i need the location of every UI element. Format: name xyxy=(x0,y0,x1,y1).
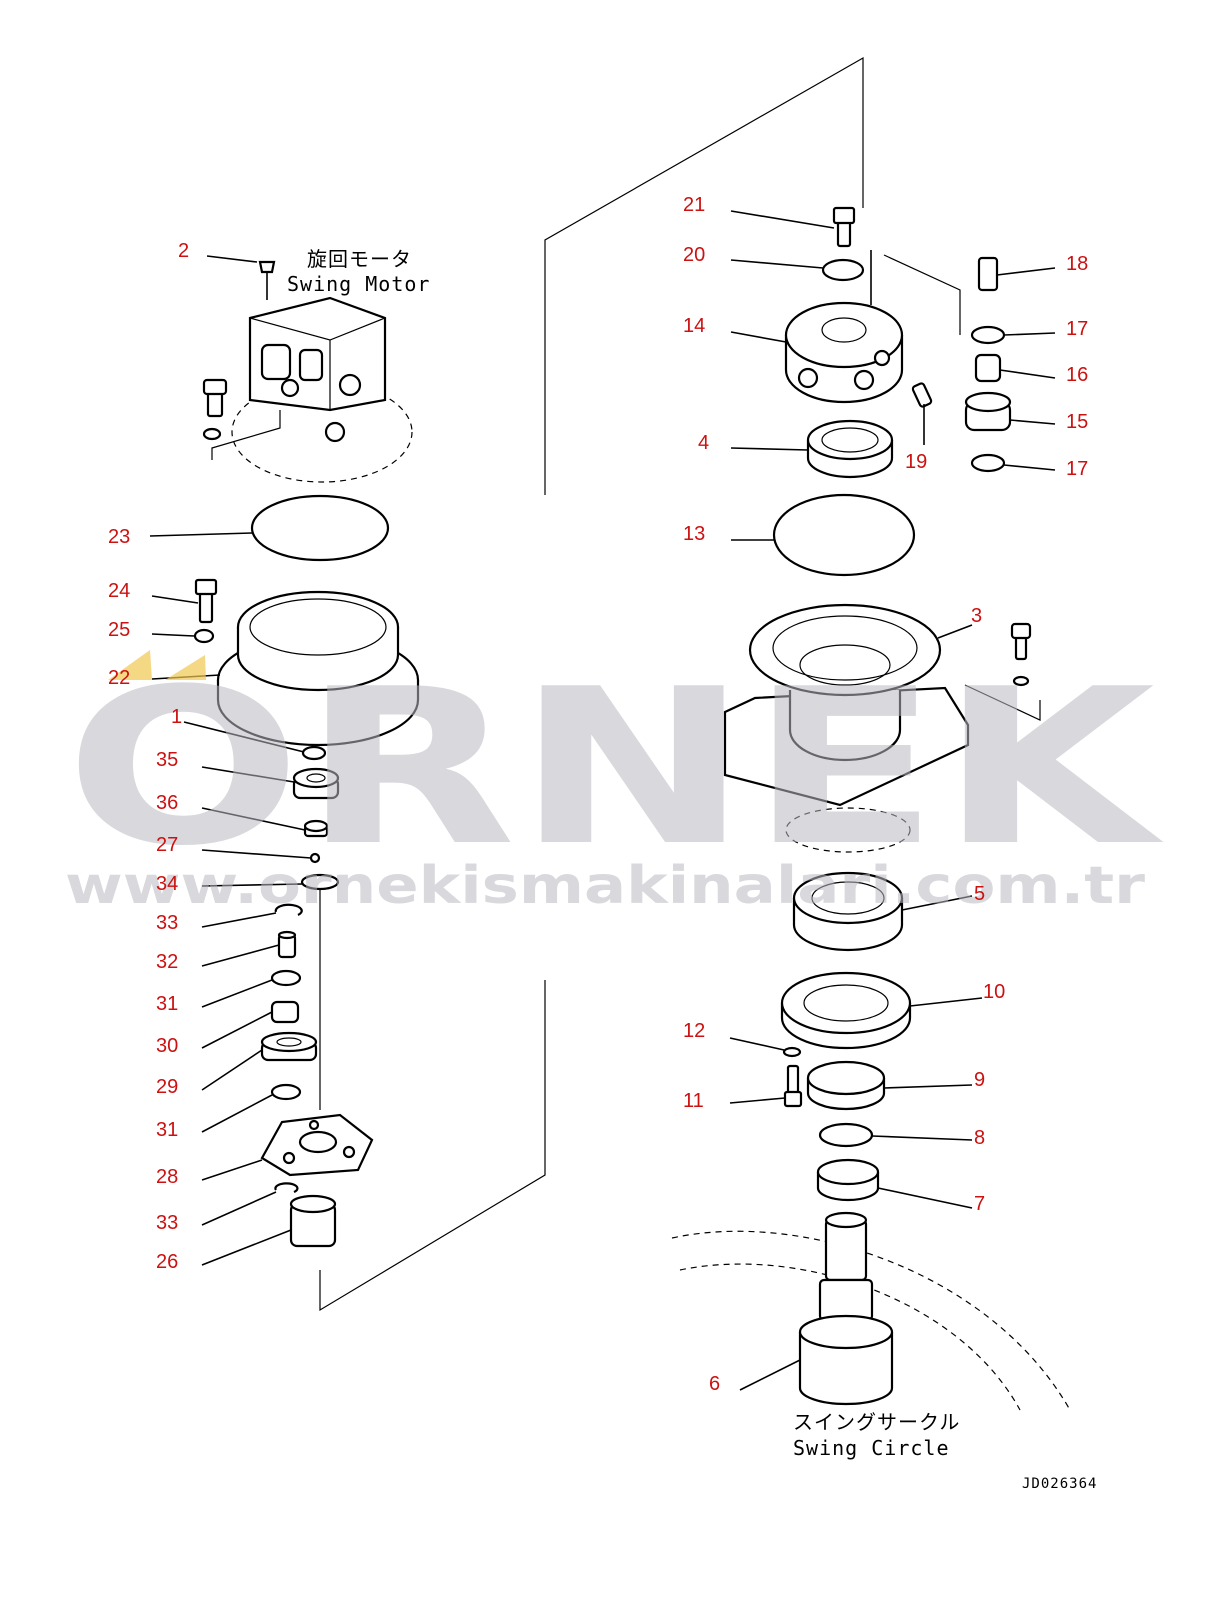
callout-35: 35 xyxy=(156,749,178,771)
callout-15: 15 xyxy=(1066,411,1088,433)
needle-bearing-16 xyxy=(974,353,1002,383)
watermark-url: www.ornekismakinalari.com.tr xyxy=(65,856,1145,916)
o-ring-8 xyxy=(818,1122,874,1148)
washer-31a xyxy=(270,969,302,987)
ring-gear-22 xyxy=(216,590,420,747)
motor-label-en: Swing Motor xyxy=(287,272,430,296)
gear-35 xyxy=(292,767,340,800)
callout-32: 32 xyxy=(156,951,178,973)
o-ring-13 xyxy=(772,493,916,577)
washer-17a xyxy=(970,325,1006,345)
ring-1 xyxy=(301,745,327,761)
cover-10 xyxy=(780,971,912,1050)
callout-25: 25 xyxy=(108,619,130,641)
callout-34: 34 xyxy=(156,873,178,895)
washer-17b xyxy=(970,453,1006,473)
case-3 xyxy=(723,603,970,853)
callout-7: 7 xyxy=(974,1193,985,1215)
circle-label-en: Swing Circle xyxy=(793,1436,950,1460)
callout-31b: 31 xyxy=(156,1119,178,1141)
callout-17a: 17 xyxy=(1066,318,1088,340)
watermark-accent-left xyxy=(108,650,152,680)
callout-9: 9 xyxy=(974,1069,985,1091)
swing-circle xyxy=(671,1230,1071,1411)
bolt-11 xyxy=(783,1064,803,1108)
watermark-accent-right xyxy=(165,655,206,680)
callout-12: 12 xyxy=(683,1020,705,1042)
callout-11: 11 xyxy=(683,1090,704,1112)
carrier-14 xyxy=(784,301,904,404)
swing-motor xyxy=(202,260,413,483)
callout-36: 36 xyxy=(156,792,178,814)
washer-31b xyxy=(270,1083,302,1101)
o-ring-23 xyxy=(250,494,390,562)
callout-10: 10 xyxy=(983,981,1005,1003)
callout-14: 14 xyxy=(683,315,705,337)
shaft-32 xyxy=(277,930,297,959)
leader-lines xyxy=(149,210,1056,1391)
planet-gear-15 xyxy=(964,391,1012,432)
pin-19 xyxy=(911,382,933,408)
callout-16: 16 xyxy=(1066,364,1088,386)
callout-17b: 17 xyxy=(1066,458,1088,480)
bolt-3-hardware xyxy=(1010,622,1032,687)
callout-5: 5 xyxy=(974,883,985,905)
callout-20: 20 xyxy=(683,244,705,266)
bearing-5 xyxy=(792,871,904,952)
callout-8: 8 xyxy=(974,1127,985,1149)
circle-label-jp: スイングサークル xyxy=(793,1410,960,1434)
watermark-brand: ORNEK xyxy=(65,642,1165,893)
sun-gear-26 xyxy=(289,1194,337,1248)
bolt-24 xyxy=(194,578,218,624)
callout-33b: 33 xyxy=(156,1212,178,1234)
callout-21: 21 xyxy=(683,194,705,216)
callouts: 2 23 24 25 22 1 35 36 27 34 33 32 31 30 … xyxy=(108,194,1088,1395)
thrust-plate-34 xyxy=(300,873,340,891)
carrier-28 xyxy=(260,1113,374,1177)
washer-12 xyxy=(782,1046,802,1058)
snap-ring-33b xyxy=(274,1182,299,1194)
motor-label-jp: 旋回モータ xyxy=(307,247,412,271)
callout-27: 27 xyxy=(156,834,178,856)
callout-33a: 33 xyxy=(156,912,178,934)
needle-bearing-30 xyxy=(270,1000,300,1024)
callout-26: 26 xyxy=(156,1251,178,1273)
pinion-shaft-6 xyxy=(798,1211,894,1406)
watermark: ORNEK www.ornekismakinalari.com.tr xyxy=(65,642,1165,916)
seal-9 xyxy=(806,1060,886,1111)
plate-20 xyxy=(821,258,865,282)
callout-28: 28 xyxy=(156,1166,178,1188)
callout-22: 22 xyxy=(108,667,130,689)
bearing-4 xyxy=(806,419,894,479)
callout-3: 3 xyxy=(971,605,982,627)
callout-6: 6 xyxy=(709,1373,720,1395)
callout-18: 18 xyxy=(1066,253,1088,275)
callout-30: 30 xyxy=(156,1035,178,1057)
callout-31a: 31 xyxy=(156,993,178,1015)
callout-24: 24 xyxy=(108,580,130,602)
planet-gear-29 xyxy=(260,1031,318,1062)
pin-18 xyxy=(977,256,999,292)
callout-1: 1 xyxy=(171,706,182,728)
callout-2: 2 xyxy=(178,240,189,262)
collar-7 xyxy=(816,1158,880,1202)
snap-ring-33a xyxy=(274,903,303,916)
assembly-lines xyxy=(211,56,1041,1312)
drawing-code: JD026364 xyxy=(1022,1476,1097,1492)
callout-4: 4 xyxy=(698,432,709,454)
callout-29: 29 xyxy=(156,1076,178,1098)
callout-23: 23 xyxy=(108,526,130,548)
plate-36 xyxy=(303,819,329,838)
callout-19: 19 xyxy=(905,451,927,473)
washer-25 xyxy=(193,628,215,644)
callout-13: 13 xyxy=(683,523,705,545)
bolt-21 xyxy=(832,206,856,248)
